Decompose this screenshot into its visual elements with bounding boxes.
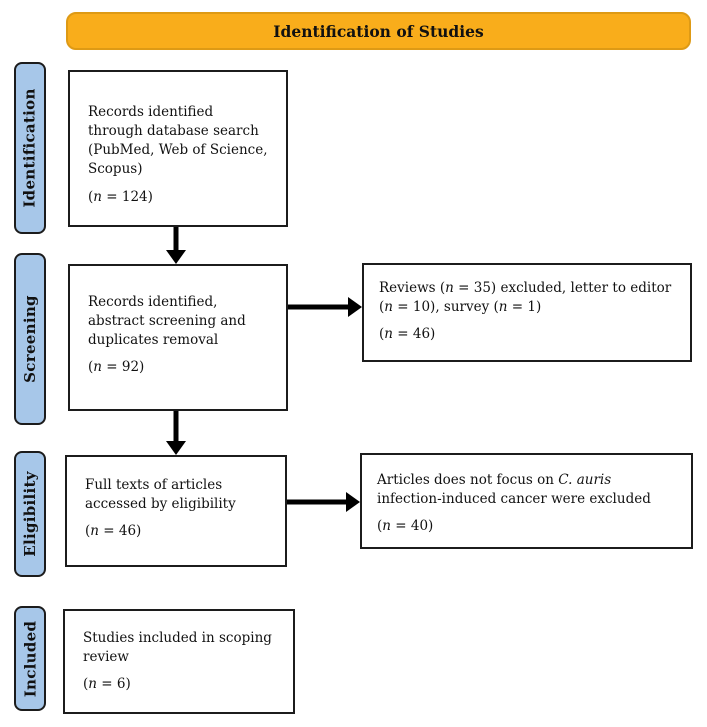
arrow-right-screening-to-excluded	[288, 297, 362, 317]
box-eligibility: Full texts of articles accessed by eligi…	[65, 455, 287, 567]
stage-label-eligibility: Eligibility	[14, 451, 46, 577]
box-eligibility-excluded: Articles does not focus on C. auris infe…	[360, 453, 693, 549]
stage-label-identification: Identification	[14, 62, 46, 234]
box-eligibility-excluded-count: (n = 40)	[377, 518, 434, 535]
arrow-stem	[287, 499, 348, 505]
box-records-identified-text: Records identified through database sear…	[88, 104, 268, 178]
box-records-identified-count: (n = 124)	[88, 188, 153, 205]
box-eligibility-count: (n = 46)	[85, 523, 142, 540]
arrow-head-icon	[348, 297, 362, 317]
banner-identification-of-studies: Identification of Studies	[66, 12, 691, 50]
box-included: Studies included in scoping review (n = …	[63, 609, 295, 714]
arrow-stem	[288, 304, 350, 310]
box-eligibility-excluded-text: Articles does not focus on C. auris infe…	[377, 472, 651, 508]
box-screening-excluded-text: Reviews (n = 35) excluded, letter to edi…	[379, 280, 672, 316]
stage-screening-text: Screening	[21, 295, 39, 383]
arrow-down-identification-to-screening	[166, 227, 186, 264]
box-screening: Records identified, abstract screening a…	[68, 264, 288, 411]
box-included-count: (n = 6)	[83, 676, 131, 693]
arrow-right-eligibility-to-excluded	[287, 492, 360, 512]
arrow-stem	[173, 411, 179, 443]
stage-identification-text: Identification	[21, 88, 40, 208]
box-eligibility-text: Full texts of articles accessed by eligi…	[85, 477, 236, 513]
arrow-head-icon	[166, 441, 186, 455]
stage-label-included: Included	[14, 606, 46, 711]
banner-label: Identification of Studies	[273, 21, 484, 41]
arrow-down-screening-to-eligibility	[166, 411, 186, 455]
arrow-stem	[173, 227, 179, 252]
stage-eligibility-text: Eligibility	[21, 471, 40, 557]
box-screening-text: Records identified, abstract screening a…	[88, 294, 246, 349]
box-records-identified: Records identified through database sear…	[68, 70, 288, 227]
box-included-text: Studies included in scoping review	[83, 630, 272, 666]
box-screening-excluded: Reviews (n = 35) excluded, letter to edi…	[362, 263, 692, 362]
stage-label-screening: Screening	[14, 253, 46, 425]
arrow-head-icon	[166, 250, 186, 264]
box-screening-count: (n = 92)	[88, 359, 145, 376]
stage-included-text: Included	[21, 620, 39, 697]
box-screening-excluded-count: (n = 46)	[379, 326, 436, 343]
arrow-head-icon	[346, 492, 360, 512]
